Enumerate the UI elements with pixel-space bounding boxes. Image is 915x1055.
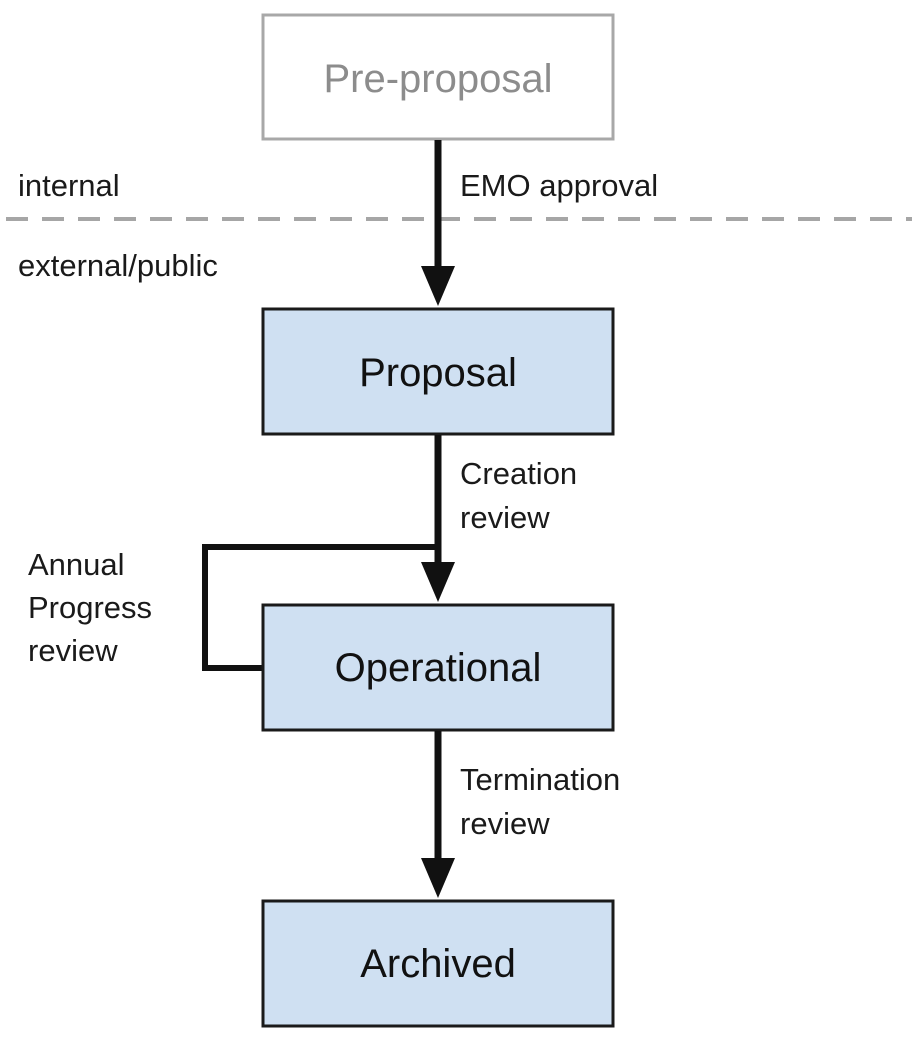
edge-label-annual-line-1: Annual [28, 547, 125, 582]
edge-label-annual-progress-review: Annual Progress review [28, 547, 161, 668]
node-pre-proposal-box [261, 13, 615, 141]
arrowhead-creation-review [421, 562, 455, 602]
edge-label-creation-line-2: review [460, 500, 550, 535]
node-pre-proposal-label: Pre-proposal [323, 57, 552, 101]
node-proposal-box [261, 307, 615, 436]
edge-label-termination-line-2: review [460, 806, 550, 841]
zone-label-external: external/public [18, 248, 218, 283]
node-archived-box [261, 899, 615, 1028]
node-proposal: Proposal [261, 307, 615, 436]
node-proposal-label: Proposal [359, 351, 517, 395]
arrowhead-emo-approval [421, 266, 455, 306]
edge-label-creation-review: Creation review [460, 456, 586, 535]
node-pre-proposal: Pre-proposal [261, 13, 615, 141]
node-operational-label: Operational [335, 646, 542, 690]
node-archived-label: Archived [360, 942, 516, 986]
loop-annual-progress-review [202, 544, 438, 671]
edge-label-emo-approval: EMO approval [460, 168, 658, 203]
arrowhead-termination-review [421, 858, 455, 898]
edge-label-termination-line-1: Termination [460, 762, 620, 797]
node-operational-box [261, 603, 615, 732]
edge-label-annual-line-2: Progress [28, 590, 152, 625]
edge-termination-review: Termination review [421, 731, 629, 898]
zone-label-internal: internal [18, 168, 120, 203]
node-operational: Operational [261, 603, 615, 732]
node-archived: Archived [261, 899, 615, 1028]
edge-creation-review: Creation review [421, 435, 586, 602]
edge-emo-approval: EMO approval [421, 140, 658, 306]
edge-label-termination-review: Termination review [460, 762, 629, 841]
edge-label-creation-line-1: Creation [460, 456, 577, 491]
edge-label-annual-line-3: review [28, 633, 118, 668]
edge-annual-progress-review: Annual Progress review [28, 544, 438, 671]
